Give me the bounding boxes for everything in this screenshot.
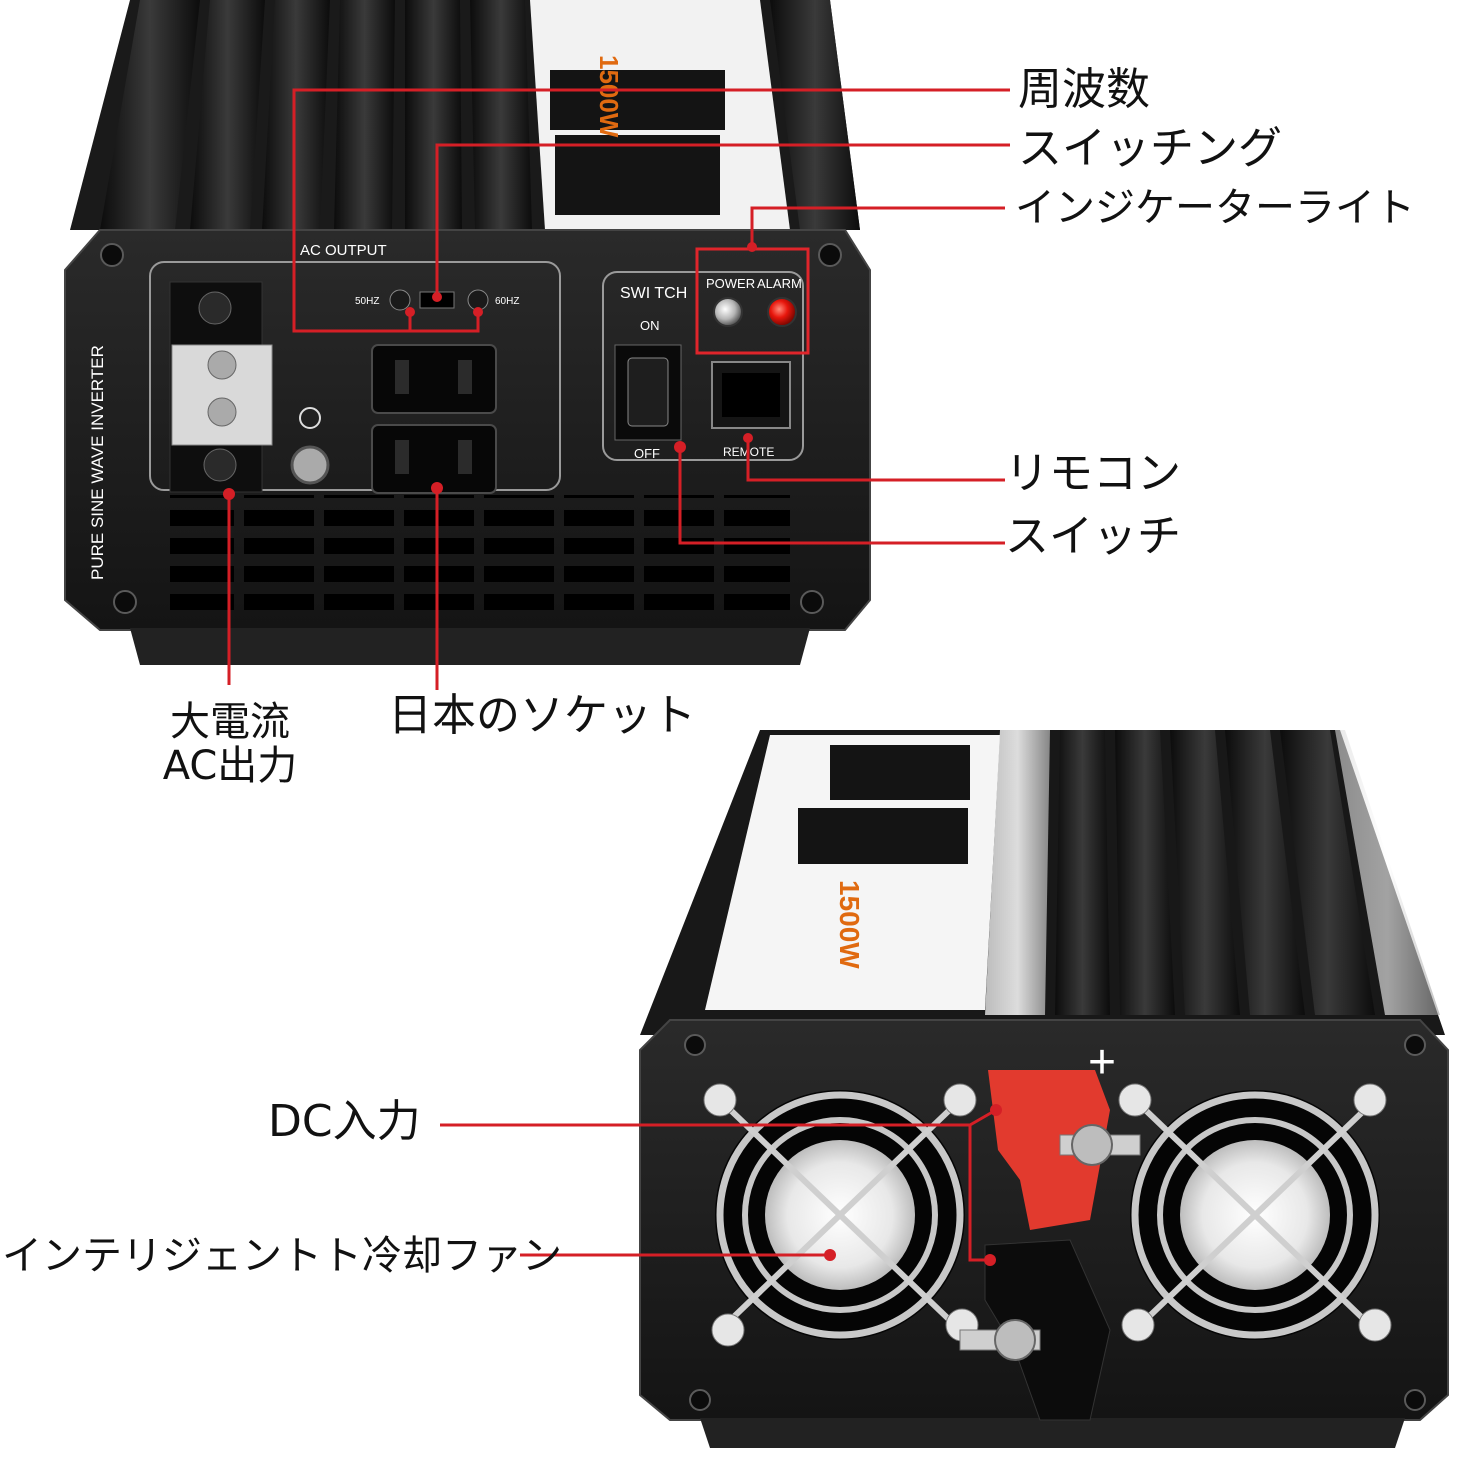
- callout-lines-top: [227, 88, 1010, 690]
- callout-indicator-light: インジケーターライト: [1015, 185, 1415, 231]
- switch-title: SWI TCH: [620, 285, 687, 302]
- hz60-label: 60HZ: [495, 296, 519, 307]
- hz50-label: 50HZ: [355, 296, 379, 307]
- alarm-label: ALARM: [757, 276, 802, 291]
- on-label: ON: [640, 318, 660, 333]
- ac-output-label: AC OUTPUT: [300, 242, 387, 259]
- bottom-inverter-front-panel: +: [639, 1019, 1449, 1448]
- callout-dots-bottom: [824, 1104, 1002, 1266]
- callout-high-current-line1: 大電流: [170, 699, 290, 745]
- callout-high-current-ac: 大電流 AC出力: [130, 700, 330, 788]
- power-label: POWER: [706, 276, 755, 291]
- callout-switch: スイッチ: [1005, 511, 1181, 562]
- callout-switching: スイッチング: [1018, 123, 1282, 174]
- top-inverter-front-panel: PURE SINE WAVE INVERTER AC OUTPUT 50HZ 6…: [64, 229, 871, 665]
- callout-dc-input: DC入力: [268, 1096, 421, 1147]
- svg-text:1500W: 1500W: [834, 880, 865, 969]
- wattage-label: 1500W: [594, 55, 624, 138]
- callout-frequency: 周波数: [1018, 64, 1150, 115]
- bottom-inverter-body: 1500W: [640, 730, 1445, 1035]
- callout-cooling-fan: インテリジェントト冷却ファン: [2, 1233, 562, 1279]
- callout-dots-top: [223, 242, 757, 500]
- plus-sign: +: [1088, 1036, 1116, 1089]
- top-inverter-body: 1500W: [70, 0, 860, 230]
- callout-japan-socket: 日本のソケット: [388, 690, 696, 741]
- callout-high-current-line2: AC出力: [162, 743, 298, 789]
- side-text: PURE SINE WAVE INVERTER: [88, 345, 107, 580]
- off-label: OFF: [634, 446, 660, 461]
- callout-remote: リモコン: [1005, 448, 1181, 499]
